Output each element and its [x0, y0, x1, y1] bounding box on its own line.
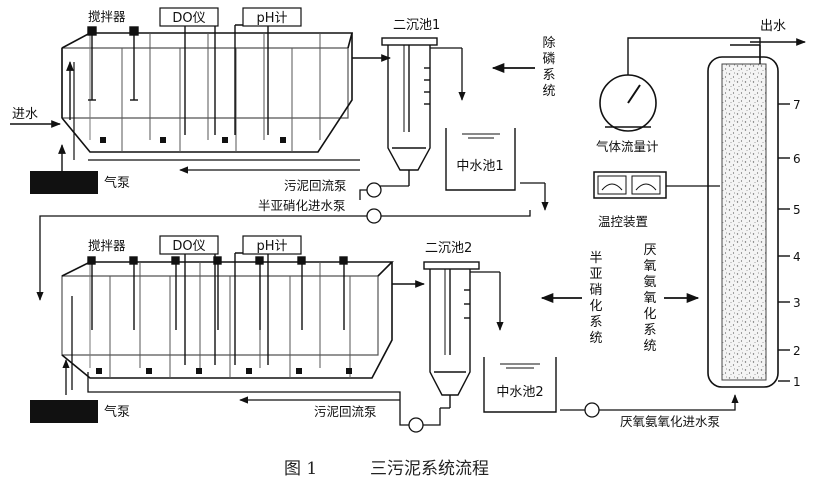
influent-label: 进水: [12, 107, 38, 122]
figure-number: 图 1: [284, 459, 317, 479]
bottom-inlet-lines: [62, 296, 73, 395]
anammox-column: 出水: [707, 19, 806, 388]
figure-caption: 图 1 三污泥系统流程: [284, 459, 489, 479]
anammox-pump-label: 厌氧氨氧化进水泵: [620, 414, 720, 429]
bottom-diffusers: [96, 368, 352, 374]
anammox-pump-icon: [584, 402, 600, 418]
top-air-pump: 气泵: [30, 144, 130, 194]
do-meter-box-top: [159, 7, 219, 27]
svg-text:氧: 氧: [643, 291, 656, 306]
svg-text:化: 化: [643, 307, 656, 322]
temp-control-label: 温控装置: [598, 214, 648, 229]
anammox-feed-line: 厌氧氨氧化进水泵: [560, 394, 739, 429]
figure-title: 三污泥系统流程: [370, 459, 489, 479]
svg-text:亚: 亚: [589, 267, 602, 282]
ph-meter-label-top: pH计: [256, 11, 287, 26]
sludge-return-top: 污泥回流泵: [88, 159, 409, 200]
do-meter-label-bottom: DO仪: [172, 239, 205, 254]
ph-meter-box-bottom: [242, 235, 302, 255]
phosphorus-removal-label: 除 磷 系 统: [542, 36, 555, 99]
column-port-numbers: 7 6 5 4 3 2 1: [793, 98, 801, 389]
svg-text:1: 1: [793, 375, 801, 389]
clarifier1: [381, 37, 438, 186]
ph-meter-box-top: [242, 7, 302, 27]
anammox-system-label: 厌 氧 氨 氧 化 系 统: [643, 243, 656, 354]
svg-text:系: 系: [589, 315, 602, 330]
do-meter-box-bottom: [159, 235, 219, 255]
tank2: [483, 357, 557, 413]
gas-flow-meter: 气体流量计: [596, 37, 761, 154]
svg-text:磷: 磷: [542, 52, 555, 67]
svg-text:除: 除: [542, 36, 555, 51]
sludge-return-label-top: 污泥回流泵: [284, 178, 347, 193]
svg-text:半: 半: [589, 251, 602, 266]
top-instrument-labels: DO仪 pH计 搅拌器: [88, 7, 302, 27]
partial-nitrification-system-label: 半 亚 硝 化 系 统: [589, 251, 602, 346]
svg-text:5: 5: [793, 203, 801, 217]
bottom-instrument-labels: DO仪 pH计 搅拌器: [88, 235, 302, 255]
svg-text:7: 7: [793, 98, 801, 112]
svg-text:统: 统: [643, 339, 656, 354]
sludge-return-label-bottom: 污泥回流泵: [314, 404, 377, 419]
bottom-reactor: [61, 261, 394, 379]
top-probes: [87, 24, 269, 135]
svg-text:4: 4: [793, 250, 801, 264]
svg-text:统: 统: [589, 331, 602, 346]
svg-text:系: 系: [542, 68, 555, 83]
svg-text:化: 化: [589, 299, 602, 314]
tank2-label: 中水池2: [496, 385, 543, 400]
nitrification-pump-icon: [366, 208, 382, 224]
gas-meter-label: 气体流量计: [596, 139, 659, 154]
svg-text:系: 系: [643, 323, 656, 338]
svg-text:厌: 厌: [643, 243, 656, 258]
top-reactor: [61, 32, 354, 153]
air-pump-label-bottom: 气泵: [104, 404, 130, 420]
temperature-controller: 温控装置: [593, 171, 720, 229]
svg-text:3: 3: [793, 296, 801, 310]
sludge-pump-icon-top: [366, 182, 382, 198]
stirrer-label-top: 搅拌器: [88, 9, 126, 24]
stirrer-label-bottom: 搅拌器: [88, 238, 126, 253]
top-diffusers: [100, 137, 286, 143]
ph-meter-label-bottom: pH计: [256, 239, 287, 254]
tank1: [445, 128, 516, 191]
clarifier2: [423, 261, 480, 408]
svg-text:2: 2: [793, 344, 801, 358]
svg-text:硝: 硝: [589, 283, 602, 298]
bottom-air-pump: 气泵: [30, 400, 130, 423]
sludge-pump-icon-bottom: [408, 417, 424, 433]
clarifier1-label: 二沉池1: [393, 18, 440, 33]
svg-text:半亚硝化进水泵: 半亚硝化进水泵: [258, 198, 346, 213]
svg-text:氧: 氧: [643, 259, 656, 274]
do-meter-label-top: DO仪: [172, 11, 205, 26]
svg-text:统: 统: [542, 84, 555, 99]
clarifier2-label: 二沉池2: [425, 241, 472, 256]
effluent-label: 出水: [760, 19, 786, 34]
top-inlet: 进水: [10, 61, 75, 160]
sludge-return-bottom: 污泥回流泵: [87, 372, 450, 433]
air-pump-label-top: 气泵: [104, 175, 130, 191]
svg-text:6: 6: [793, 152, 801, 166]
column-ports: [778, 103, 790, 382]
bottom-probes: [87, 252, 348, 365]
partial-nitrification-pump: 半亚硝化进水泵: [36, 198, 531, 301]
tank1-label: 中水池1: [456, 159, 503, 174]
svg-text:氨: 氨: [643, 275, 656, 290]
